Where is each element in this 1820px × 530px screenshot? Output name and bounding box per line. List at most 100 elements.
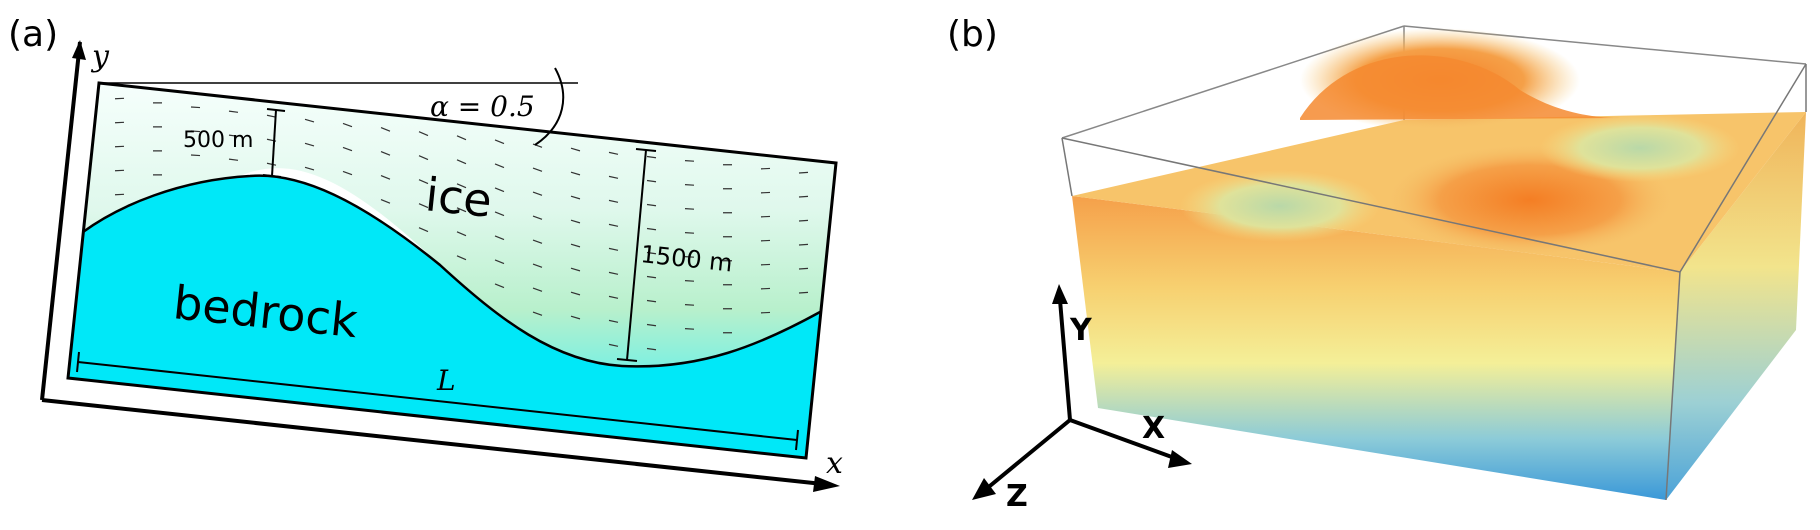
- velocity-arrow: [608, 247, 619, 251]
- velocity-arrow: [380, 175, 391, 180]
- velocity-arrow: [304, 142, 315, 147]
- velocity-arrow: [570, 195, 581, 200]
- surface-ridge-back: [1300, 55, 1620, 120]
- velocity-arrow: [646, 179, 657, 183]
- velocity-arrow: [532, 167, 543, 172]
- velocity-arrow: [646, 275, 657, 279]
- x-axis-arrowhead-3d: [1168, 450, 1192, 468]
- z-axis-arrowhead-3d: [972, 478, 996, 500]
- ice-label: ice: [423, 167, 495, 228]
- velocity-arrow: [646, 323, 657, 327]
- velocity-arrow: [494, 187, 505, 193]
- velocity-arrow: [532, 311, 543, 316]
- velocity-arrow: [456, 159, 467, 165]
- velocity-arrow: [380, 127, 391, 132]
- y-axis-arrowhead: [72, 40, 86, 60]
- x-axis-line: [41, 398, 833, 487]
- domain-outline: [66, 81, 838, 460]
- dim-500m-label: 500 m: [183, 128, 253, 153]
- velocity-arrow: [570, 243, 581, 248]
- velocity-arrow: [798, 219, 809, 222]
- velocity-arrow: [494, 259, 505, 265]
- velocity-arrow: [456, 255, 467, 261]
- velocity-arrow: [646, 251, 657, 255]
- velocity-arrow: [798, 243, 809, 246]
- velocity-arrow: [570, 267, 581, 272]
- velocity-arrow: [608, 271, 619, 275]
- x-axis-3d-label: X: [1142, 411, 1165, 446]
- velocity-arrow: [532, 287, 543, 292]
- dimension-1500m: [616, 148, 657, 362]
- panel-a-label: (a): [8, 14, 58, 55]
- velocity-arrow: [684, 328, 695, 330]
- velocity-arrow: [570, 147, 581, 152]
- velocity-arrow: [494, 235, 505, 241]
- velocity-field: [114, 97, 809, 351]
- panel-b-label: (b): [947, 14, 998, 55]
- velocity-arrow: [304, 118, 315, 123]
- velocity-arrow: [684, 280, 695, 282]
- velocity-arrow: [418, 227, 429, 233]
- velocity-arrow: [532, 263, 543, 268]
- velocity-arrow: [266, 162, 277, 166]
- velocity-arrow: [608, 295, 619, 299]
- velocity-arrow: [646, 227, 657, 231]
- front-face: [1072, 196, 1680, 500]
- velocity-arrow: [418, 179, 429, 185]
- length-dimension: [76, 351, 799, 451]
- velocity-arrow: [684, 304, 695, 306]
- y-axis-label: y: [90, 39, 110, 74]
- velocity-arrow: [190, 106, 201, 109]
- velocity-arrow: [684, 160, 695, 162]
- velocity-arrow: [190, 154, 201, 157]
- velocity-arrow: [608, 199, 619, 203]
- velocity-arrow: [684, 256, 695, 258]
- velocity-arrow: [228, 134, 239, 137]
- velocity-arrow: [342, 122, 353, 128]
- velocity-arrow: [342, 146, 353, 152]
- velocity-arrow: [646, 299, 657, 303]
- velocity-arrow: [418, 203, 429, 209]
- panel-b: (b): [947, 14, 1807, 514]
- z-axis-3d-label: Z: [1006, 479, 1028, 514]
- x-axis-arrowhead: [813, 476, 840, 492]
- velocity-arrow: [304, 166, 315, 171]
- velocity-arrow: [608, 343, 619, 347]
- velocity-arrow: [456, 231, 467, 237]
- bed-interface: [82, 174, 821, 368]
- velocity-arrow: [190, 130, 201, 133]
- velocity-arrow: [570, 171, 581, 176]
- coordinate-axes: [983, 299, 1181, 492]
- velocity-arrow: [608, 175, 619, 179]
- velocity-arrow: [646, 155, 657, 159]
- right-face: [1666, 112, 1806, 500]
- velocity-arrow: [418, 155, 429, 161]
- velocity-arrow: [266, 114, 277, 118]
- length-label: L: [436, 364, 456, 397]
- bedrock-region: [68, 175, 820, 458]
- velocity-arrow: [228, 158, 239, 161]
- surface-dip-left: [1180, 170, 1380, 242]
- panel-a: (a) y x α = 0.5 500 m: [8, 14, 843, 492]
- velocity-arrow: [646, 203, 657, 207]
- velocity-arrow: [418, 131, 429, 137]
- y-axis-3d-label: Y: [1069, 313, 1093, 348]
- velocity-arrow: [798, 195, 809, 198]
- y-axis-arrowhead-3d: [1052, 284, 1068, 304]
- velocity-arrow: [532, 215, 543, 220]
- dimension-500m: [262, 108, 286, 178]
- velocity-arrow: [646, 347, 657, 351]
- bounding-box-front: [1061, 63, 1807, 501]
- surface-dip-right: [1540, 114, 1740, 182]
- alpha-label: α = 0.5: [430, 90, 535, 123]
- velocity-arrow: [456, 135, 467, 141]
- velocity-arrow: [798, 171, 809, 174]
- velocity-arrow: [532, 143, 543, 148]
- y-axis-line: [40, 41, 82, 401]
- velocity-arrow: [456, 183, 467, 189]
- velocity-arrow: [608, 151, 619, 155]
- velocity-arrow: [570, 315, 581, 320]
- velocity-arrow: [228, 110, 239, 113]
- velocity-arrow: [342, 170, 353, 176]
